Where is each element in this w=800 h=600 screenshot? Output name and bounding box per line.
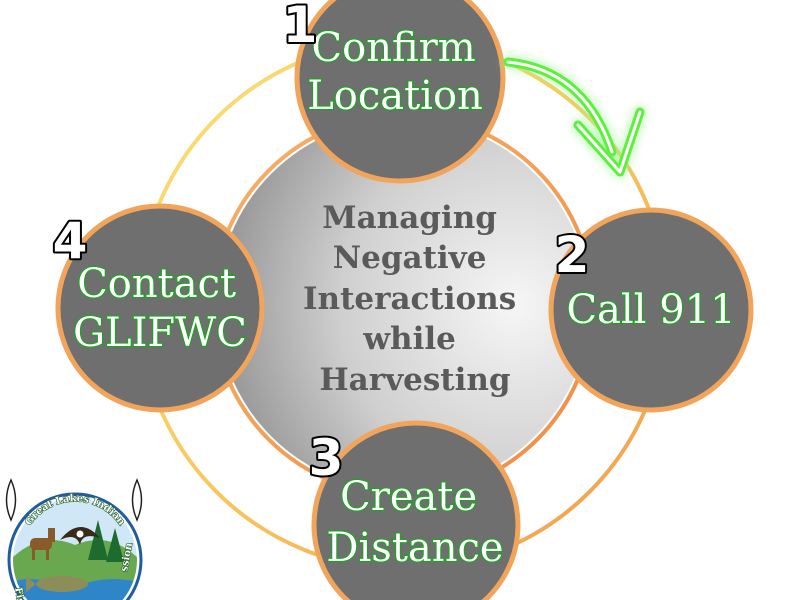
svg-text:Contact GLIFWC: Contact GLIFWC bbox=[73, 261, 249, 356]
step-2-label: Call 911 bbox=[566, 287, 735, 333]
center-title: Managing Negative Interactions while Har… bbox=[303, 200, 527, 398]
feather-icon bbox=[131, 478, 143, 522]
step-3-number: 3 bbox=[309, 429, 344, 487]
flow-arrow bbox=[503, 57, 645, 177]
step-3-label-line: Create bbox=[340, 474, 477, 520]
step-3-node: Create Distance 3 bbox=[307, 420, 521, 600]
step-4-label-line: GLIFWC bbox=[73, 310, 247, 356]
center-title-line: Negative bbox=[333, 240, 487, 276]
step-1-node: Confirm Location 1 bbox=[281, 0, 506, 184]
center-title-line: Interactions bbox=[303, 281, 516, 317]
center-disc bbox=[217, 119, 589, 491]
glifwc-logo: Great Lakes Indian Fish ssion bbox=[5, 478, 143, 600]
step-2-node: Call 911 2 bbox=[548, 207, 754, 413]
step-4-number: 4 bbox=[53, 212, 88, 270]
step-4-label-line: Contact bbox=[77, 261, 236, 307]
svg-text:Confirm Location: Confirm Location bbox=[307, 25, 488, 119]
step-3-label-line: Distance bbox=[326, 525, 503, 571]
center-title-line: while bbox=[362, 321, 456, 357]
logo-text-left: Fish bbox=[12, 587, 27, 600]
center-title-line: Managing bbox=[322, 200, 497, 236]
step-4-node: Contact GLIFWC 4 bbox=[51, 203, 265, 413]
svg-text:Create Distance: Create Distance bbox=[326, 474, 503, 571]
feather-icon bbox=[5, 478, 17, 522]
step-1-label-line: Location bbox=[307, 73, 483, 119]
step-1-label-line: Confirm bbox=[312, 25, 476, 71]
step-1-number: 1 bbox=[283, 0, 318, 54]
step-2-number: 2 bbox=[555, 226, 590, 284]
center-title-line: Harvesting bbox=[319, 362, 510, 398]
